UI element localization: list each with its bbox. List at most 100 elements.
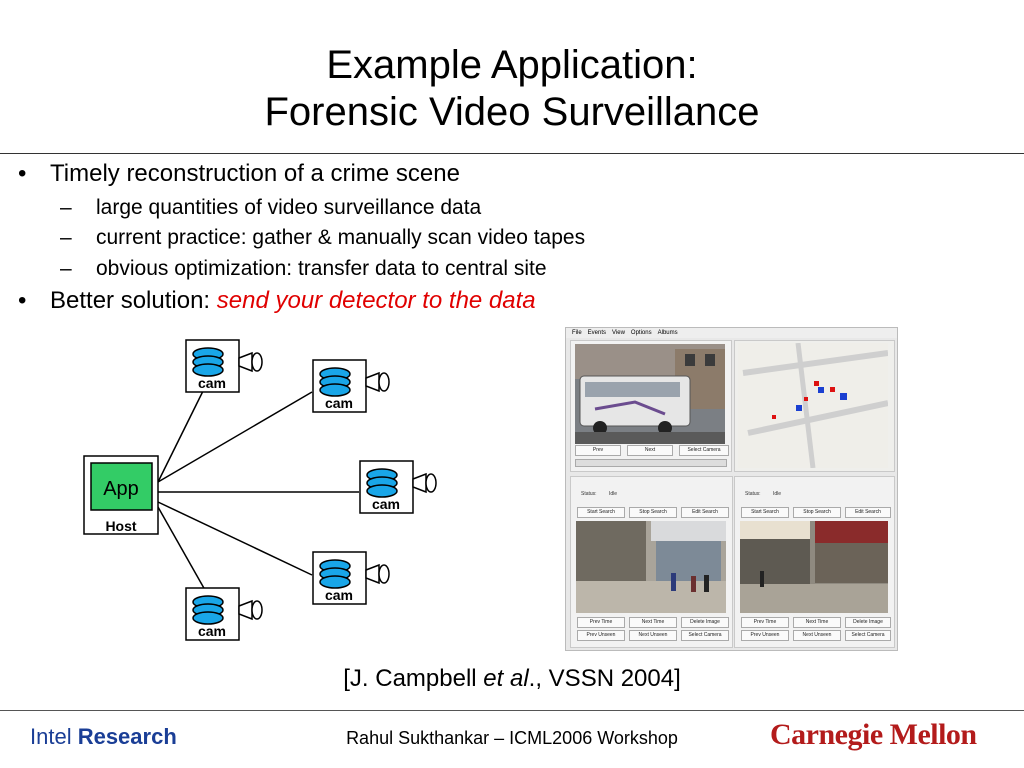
camera-lens-icon [412,472,427,494]
link-line [157,501,313,576]
camera-lens-icon [251,352,263,372]
bullet-list: • Timely reconstruction of a crime scene… [0,0,1024,330]
next-time-button[interactable]: Next Time [793,617,841,628]
prev-button[interactable]: Prev [575,445,621,456]
delete-image-button[interactable]: Delete Image [845,617,891,628]
camera-node: cam [185,339,263,393]
menu-item[interactable]: View [612,330,625,336]
host-node: App Host [83,455,159,535]
camera-lens-icon [365,371,380,393]
cam-label: cam [198,375,226,391]
menu-item[interactable]: Events [587,330,607,336]
search-pane-right: Status: Idle Start Search Stop Search Ed… [734,476,895,648]
search-pane-left: Status: Idle Start Search Stop Search Ed… [570,476,733,648]
status-value: Idle [609,491,618,497]
street-photo-left [576,521,726,613]
cam-label: cam [372,496,400,512]
video-pane: Prev Next Select Camera [570,340,732,472]
link-line [157,506,206,591]
map-pane [734,340,895,472]
camera-lens-icon [251,600,263,620]
status-label: Status: [745,491,761,497]
diagram-svg: App Host cam cam cam cam cam [83,339,437,641]
camera-lens-icon [365,563,380,585]
architecture-diagram: App Host cam cam cam cam cam [70,330,490,660]
database-icon [192,611,224,625]
screenshot-menubar: File Events View Options Albums [566,328,897,338]
citation-prefix: [J. Campbell [343,665,484,692]
link-line [157,386,206,483]
citation: [J. Campbell et al., VSSN 2004] [0,665,1024,693]
footer-credit: Rahul Sukthankar – ICML2006 Workshop [346,728,678,748]
camera-lens-icon [425,473,437,493]
app-screenshot: File Events View Options Albums Prev Next Se… [565,327,898,651]
footer-divider [0,710,1024,711]
cmu-logo: Carnegie Mellon [770,718,977,751]
sub-bullet-text: large quantities of video surveillance d… [96,196,482,219]
database-icon [192,363,224,377]
camera-node: cam [359,460,437,514]
link-line [157,391,313,483]
camera-lens-icon [378,564,390,584]
next-time-button[interactable]: Next Time [629,617,677,628]
bullet-glyph: • [18,160,27,187]
edit-search-button[interactable]: Edit Search [681,507,729,518]
title-line-1: Example Application: [326,43,698,87]
edit-search-button[interactable]: Edit Search [845,507,891,518]
bullet-text: Better solution: send your detector to t… [50,287,536,315]
start-search-button[interactable]: Start Search [741,507,789,518]
cam-label: cam [198,623,226,639]
database-icon [366,484,398,498]
emphasis-text: send your detector to the data [216,287,536,314]
bullet-text: Timely reconstruction of a crime scene [50,160,460,187]
prev-unseen-button[interactable]: Prev Unseen [577,630,625,641]
select-camera-button[interactable]: Select Camera [679,445,729,456]
next-unseen-button[interactable]: Next Unseen [629,630,677,641]
stop-search-button[interactable]: Stop Search [629,507,677,518]
dash-glyph: – [60,226,72,249]
host-label: Host [105,518,136,534]
street-photo-right [740,521,888,613]
title-line-2: Forensic Video Surveillance [264,90,760,134]
start-search-button[interactable]: Start Search [577,507,625,518]
menu-item[interactable]: Albums [657,330,678,336]
next-button[interactable]: Next [627,445,673,456]
timeline-slider[interactable] [575,459,727,467]
cam-label: cam [325,587,353,603]
menu-item[interactable]: Options [630,330,652,336]
slide-title: Example Application: Forensic Video Surv… [0,42,1024,136]
cam-label: cam [325,395,353,411]
intel-text: Intel [30,724,78,749]
prev-unseen-button[interactable]: Prev Unseen [741,630,789,641]
menu-item[interactable]: File [572,330,582,336]
status-value: Idle [773,491,782,497]
select-camera-button[interactable]: Select Camera [681,630,729,641]
stop-search-button[interactable]: Stop Search [793,507,841,518]
sub-bullet-text: current practice: gather & manually scan… [96,226,586,249]
database-icon [319,383,351,397]
app-label: App [103,478,139,500]
bus-photo [575,344,725,444]
camera-lens-icon [238,599,253,621]
camera-node: cam [185,587,263,641]
camera-node: cam [312,359,390,413]
connection-lines [157,386,359,591]
prev-time-button[interactable]: Prev Time [741,617,789,628]
select-camera-button[interactable]: Select Camera [845,630,891,641]
sub-bullet-text: obvious optimization: transfer data to c… [96,257,547,280]
camera-node: cam [312,551,390,605]
database-icon [319,575,351,589]
prev-time-button[interactable]: Prev Time [577,617,625,628]
dash-glyph: – [60,196,72,219]
camera-lens-icon [238,351,253,373]
delete-image-button[interactable]: Delete Image [681,617,729,628]
next-unseen-button[interactable]: Next Unseen [793,630,841,641]
research-text: Research [77,724,177,749]
map-view[interactable] [738,343,888,468]
app-box [90,462,153,511]
bullet-glyph: • [18,287,27,314]
camera-lens-icon [378,372,390,392]
title-divider [0,153,1024,154]
intel-research-logo: Intel Research [30,724,177,750]
citation-suffix: ., VSSN 2004] [528,665,681,692]
